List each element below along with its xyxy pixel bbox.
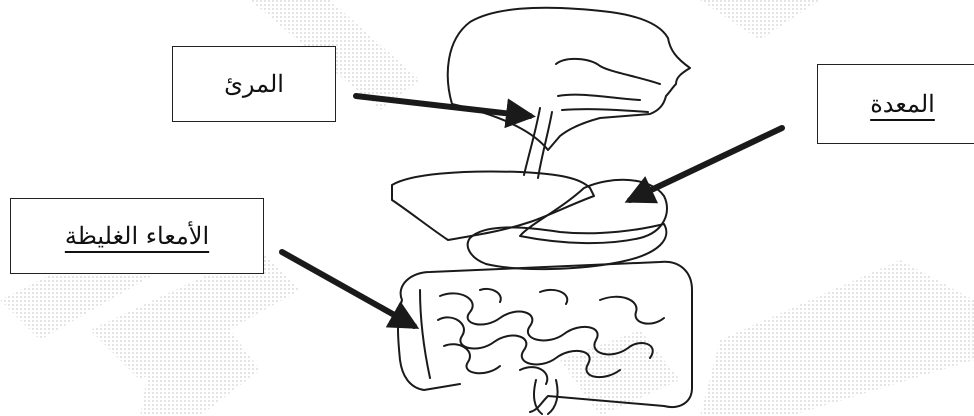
pointer-arrows xyxy=(282,96,782,326)
stomach-label-box: المعدة xyxy=(817,64,974,144)
large-intestine-label-box: الأمعاء الغليظة xyxy=(10,198,264,274)
stomach-label: المعدة xyxy=(870,90,935,118)
esophagus-label: المرئ xyxy=(224,70,284,98)
arrow-icon xyxy=(282,252,414,326)
large-intestine-label: الأمعاء الغليظة xyxy=(65,222,209,250)
esophagus-label-box: المرئ xyxy=(172,46,336,122)
oral-cavity xyxy=(556,59,660,112)
head-outline xyxy=(448,8,690,150)
arrow-icon xyxy=(630,128,782,200)
liver xyxy=(392,172,594,240)
